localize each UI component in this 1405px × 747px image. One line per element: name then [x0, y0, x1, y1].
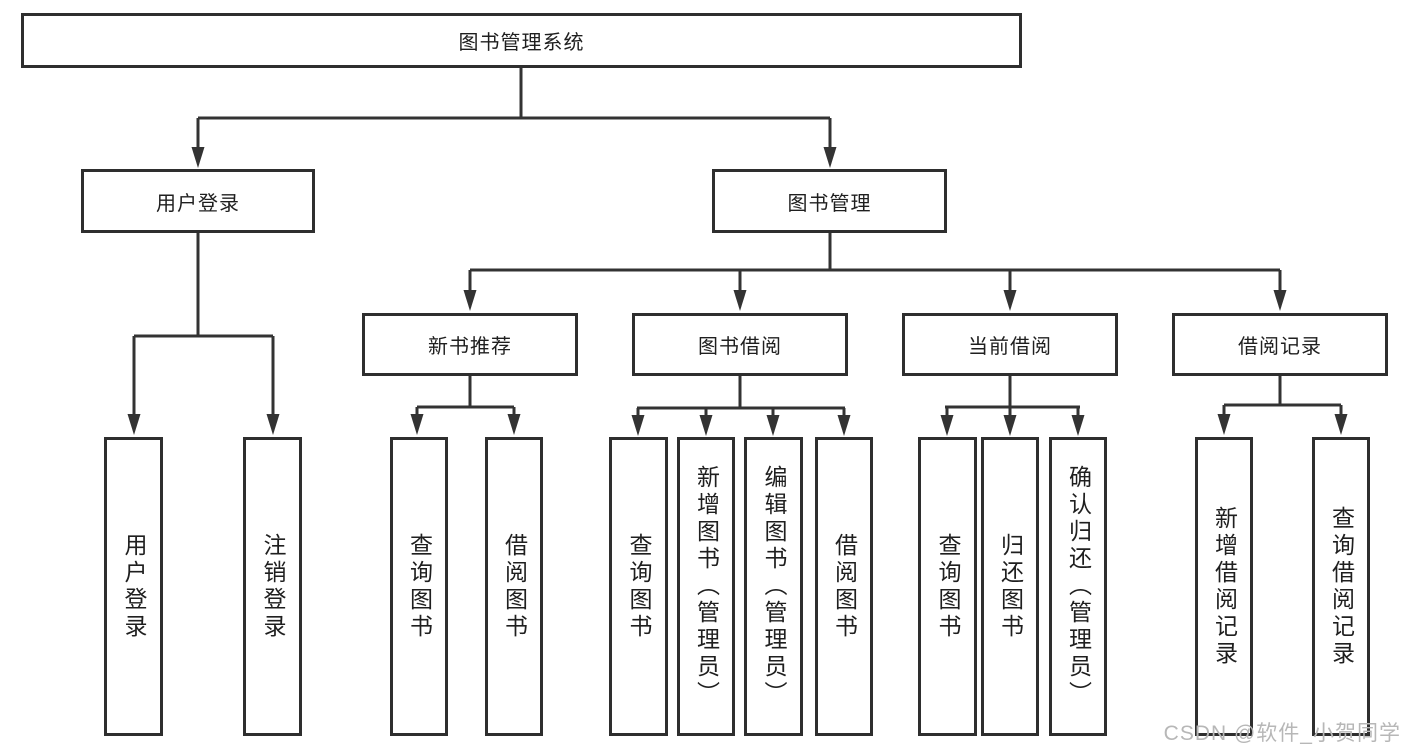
leaf-user-login-label: 用户登录 — [121, 532, 147, 641]
node-borrowing-records-label: 借阅记录 — [1238, 336, 1322, 358]
node-current-borrowing: 当前借阅 — [902, 313, 1118, 376]
node-new-book-recommend-label: 新书推荐 — [428, 336, 512, 358]
node-book-borrowing: 图书借阅 — [632, 313, 848, 376]
leaf-add-borrow-record: 新增借阅记录 — [1195, 437, 1253, 736]
leaf-query-books-borrowing-label: 查询图书 — [626, 532, 652, 641]
leaf-add-books-admin-label: 新增图书（管理员） — [693, 465, 720, 708]
node-root-label: 图书管理系统 — [458, 32, 585, 54]
leaf-borrow-books: 借阅图书 — [815, 437, 873, 736]
leaf-add-borrow-record-label: 新增借阅记录 — [1211, 505, 1238, 668]
node-user-login: 用户登录 — [81, 169, 315, 233]
leaf-confirm-return-admin: 确认归还（管理员） — [1049, 437, 1107, 736]
node-user-login-label: 用户登录 — [156, 192, 240, 215]
leaf-query-borrow-record: 查询借阅记录 — [1312, 437, 1370, 736]
leaf-logout: 注销登录 — [243, 437, 302, 736]
leaf-query-books-current-label: 查询图书 — [935, 532, 961, 641]
leaf-logout-label: 注销登录 — [260, 532, 286, 641]
leaf-edit-books-admin-label: 编辑图书（管理员） — [761, 465, 787, 708]
node-book-management: 图书管理 — [712, 169, 947, 233]
leaf-user-login: 用户登录 — [104, 437, 163, 736]
leaf-borrow-books-recommend-label: 借阅图书 — [501, 532, 528, 641]
leaf-add-books-admin: 新增图书（管理员） — [677, 437, 735, 736]
leaf-query-books-borrowing: 查询图书 — [609, 437, 668, 736]
node-new-book-recommend: 新书推荐 — [362, 313, 578, 376]
leaf-borrow-books-label: 借阅图书 — [831, 532, 858, 641]
node-book-borrowing-label: 图书借阅 — [698, 336, 782, 358]
leaf-edit-books-admin: 编辑图书（管理员） — [744, 437, 803, 736]
csdn-watermark: CSDN @软件_小贺同学 — [1163, 722, 1401, 745]
leaf-query-books-recommend-label: 查询图书 — [406, 532, 433, 641]
leaf-query-borrow-record-label: 查询借阅记录 — [1328, 505, 1355, 668]
leaf-return-books-label: 归还图书 — [997, 532, 1024, 641]
node-root-system: 图书管理系统 — [21, 13, 1022, 68]
node-borrowing-records: 借阅记录 — [1172, 313, 1388, 376]
node-book-management-label: 图书管理 — [787, 192, 872, 215]
leaf-confirm-return-admin-label: 确认归还（管理员） — [1065, 465, 1092, 708]
leaf-return-books: 归还图书 — [981, 437, 1039, 736]
leaf-query-books-current: 查询图书 — [918, 437, 977, 736]
node-current-borrowing-label: 当前借阅 — [968, 336, 1052, 358]
leaf-borrow-books-recommend: 借阅图书 — [485, 437, 543, 736]
leaf-query-books-recommend: 查询图书 — [390, 437, 448, 736]
